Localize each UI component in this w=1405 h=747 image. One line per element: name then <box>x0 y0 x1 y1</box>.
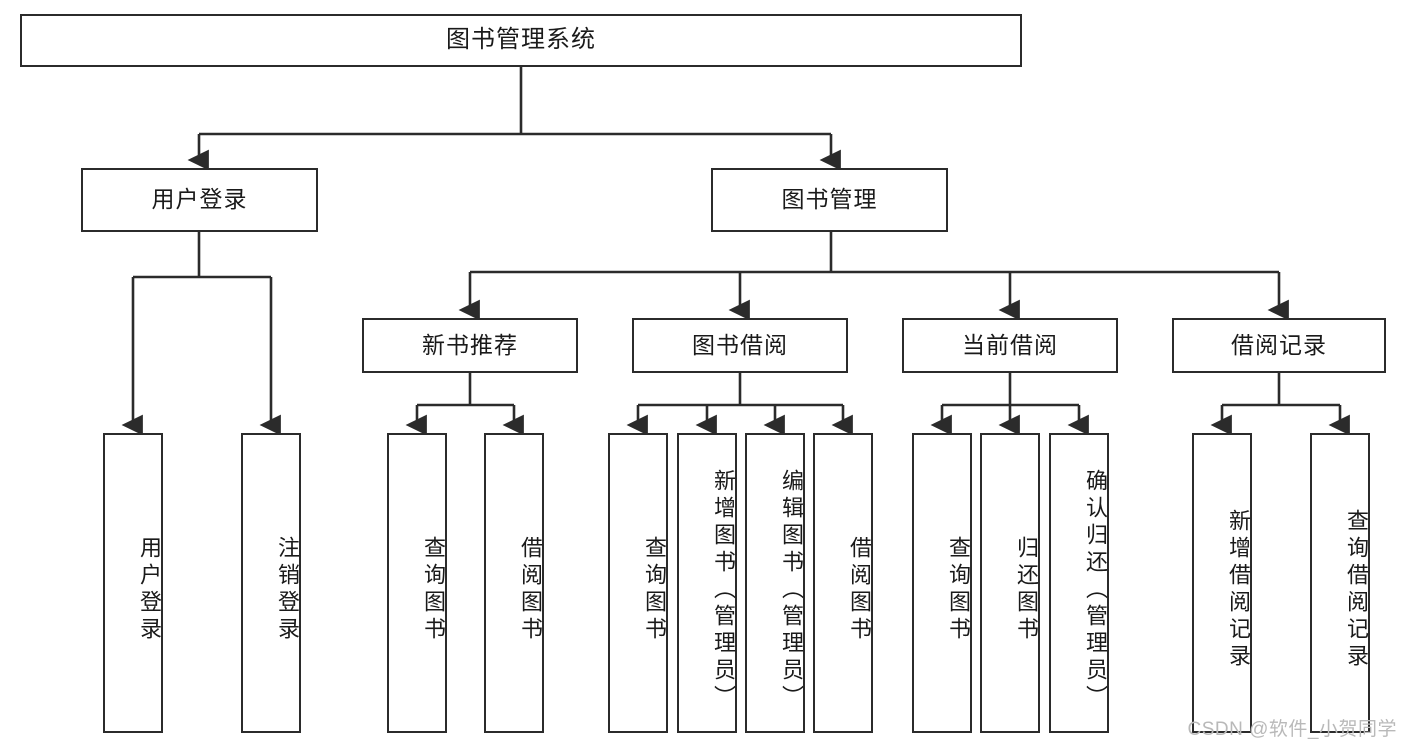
node-current-borrow[interactable]: 当前借阅 <box>902 318 1118 373</box>
node-label: 查询借阅记录 <box>1344 509 1369 671</box>
node-label: 当前借阅 <box>962 331 1058 358</box>
node-borrow-record[interactable]: 借阅记录 <box>1172 318 1386 373</box>
node-label: 新增图书（管理员） <box>711 468 736 712</box>
leaf-borrow-borrow-book[interactable]: 借阅图书 <box>813 433 873 733</box>
node-label: 确认归还（管理员） <box>1083 468 1108 712</box>
leaf-borrow-add-book-admin[interactable]: 新增图书（管理员） <box>677 433 737 733</box>
leaf-user-login-logout[interactable]: 注销登录 <box>241 433 301 733</box>
leaf-recommend-borrow-book[interactable]: 借阅图书 <box>484 433 544 733</box>
node-root-system[interactable]: 图书管理系统 <box>20 14 1022 67</box>
leaf-borrow-edit-book-admin[interactable]: 编辑图书（管理员） <box>745 433 805 733</box>
node-label: 图书管理 <box>781 186 878 213</box>
node-label: 新书推荐 <box>422 331 518 358</box>
node-label: 图书借阅 <box>692 331 788 358</box>
node-label: 用户登录 <box>151 186 248 213</box>
node-label: 查询图书 <box>642 536 667 644</box>
node-label: 借阅图书 <box>847 536 872 644</box>
node-label: 归还图书 <box>1014 536 1039 644</box>
node-label: 查询图书 <box>421 536 446 644</box>
leaf-borrow-query-book[interactable]: 查询图书 <box>608 433 668 733</box>
node-label: 借阅图书 <box>518 536 543 644</box>
node-label: 图书管理系统 <box>446 26 596 54</box>
node-label: 新增借阅记录 <box>1226 509 1251 671</box>
leaf-user-login-login[interactable]: 用户登录 <box>103 433 163 733</box>
leaf-record-add-record[interactable]: 新增借阅记录 <box>1192 433 1252 733</box>
node-label: 注销登录 <box>275 536 300 644</box>
node-label: 编辑图书（管理员） <box>779 468 804 712</box>
leaf-recommend-query-book[interactable]: 查询图书 <box>387 433 447 733</box>
node-book-management[interactable]: 图书管理 <box>711 168 948 232</box>
node-new-book-recommend[interactable]: 新书推荐 <box>362 318 578 373</box>
leaf-current-query-book[interactable]: 查询图书 <box>912 433 972 733</box>
node-label: 查询图书 <box>946 536 971 644</box>
leaf-current-return-book[interactable]: 归还图书 <box>980 433 1040 733</box>
csdn-watermark: CSDN @软件_小贺同学 <box>1187 719 1397 740</box>
node-label: 用户登录 <box>137 536 162 644</box>
leaf-current-confirm-return-admin[interactable]: 确认归还（管理员） <box>1049 433 1109 733</box>
node-user-login[interactable]: 用户登录 <box>81 168 318 232</box>
node-book-borrow[interactable]: 图书借阅 <box>632 318 848 373</box>
leaf-record-query-record[interactable]: 查询借阅记录 <box>1310 433 1370 733</box>
node-label: 借阅记录 <box>1231 331 1327 358</box>
